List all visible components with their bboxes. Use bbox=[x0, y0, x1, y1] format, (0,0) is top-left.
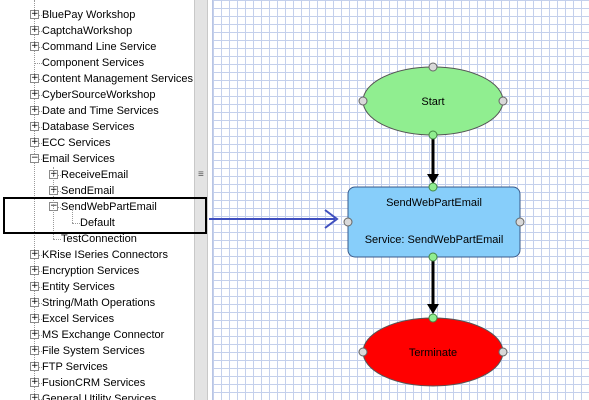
annotation-highlight-box bbox=[3, 197, 207, 234]
expand-icon[interactable]: + bbox=[30, 345, 39, 355]
terminate-label: Terminate bbox=[409, 347, 457, 359]
tree-item-label: Email Services bbox=[42, 153, 115, 165]
tree-item-label: Database Services bbox=[42, 121, 135, 133]
expand-icon[interactable]: + bbox=[30, 329, 39, 339]
activity-title: SendWebPartEmail bbox=[386, 197, 482, 209]
tree-item-label: Excel Services bbox=[42, 313, 115, 325]
expand-icon[interactable]: + bbox=[30, 105, 39, 115]
service-tree: +BluePay Workshop+CaptchaWorkshop+Comman… bbox=[0, 0, 194, 400]
start-label: Start bbox=[421, 96, 444, 108]
tree-item-label: Component Services bbox=[42, 57, 145, 69]
expand-icon[interactable]: + bbox=[30, 313, 39, 323]
expand-icon[interactable]: + bbox=[30, 361, 39, 371]
port-handle[interactable] bbox=[343, 217, 353, 227]
expand-icon[interactable]: + bbox=[30, 281, 39, 291]
splitter-bar[interactable]: ≡ bbox=[194, 0, 208, 400]
connector-arrowhead bbox=[427, 304, 439, 314]
expand-icon[interactable]: + bbox=[30, 265, 39, 275]
expand-icon[interactable]: + bbox=[30, 137, 39, 147]
port-handle[interactable] bbox=[358, 96, 368, 106]
annotation-arrow-icon bbox=[209, 209, 339, 229]
port-handle[interactable] bbox=[515, 217, 525, 227]
port-handle[interactable] bbox=[428, 130, 438, 140]
tree-item-label: FusionCRM Services bbox=[42, 377, 146, 389]
start-node[interactable]: Start bbox=[362, 66, 504, 136]
tree-item-label: Command Line Service bbox=[42, 41, 157, 53]
tree-item-label: MS Exchange Connector bbox=[42, 329, 165, 341]
collapse-icon[interactable]: − bbox=[30, 153, 39, 163]
tree-item-label: Encryption Services bbox=[42, 265, 140, 277]
tree-item-label: Content Management Services bbox=[42, 73, 194, 85]
activity-service-line: Service: SendWebPartEmail bbox=[365, 234, 504, 246]
port-handle[interactable] bbox=[428, 252, 438, 262]
tree-guide-line bbox=[34, 0, 35, 400]
expand-icon[interactable]: + bbox=[30, 377, 39, 387]
expand-icon[interactable]: + bbox=[30, 297, 39, 307]
terminate-node[interactable]: Terminate bbox=[362, 317, 504, 387]
expand-icon[interactable]: + bbox=[30, 394, 39, 400]
send-webpart-email-activity[interactable]: SendWebPartEmail Service: SendWebPartEma… bbox=[347, 186, 521, 258]
expand-icon[interactable]: + bbox=[30, 9, 39, 19]
tree-guide-line bbox=[72, 223, 80, 224]
tree-item-label: ReceiveEmail bbox=[61, 169, 129, 181]
connector-arrowhead bbox=[427, 174, 439, 184]
tree-item-label: FTP Services bbox=[42, 361, 108, 373]
expand-icon[interactable]: + bbox=[30, 249, 39, 259]
tree-guide-line bbox=[53, 239, 61, 240]
port-handle[interactable] bbox=[498, 96, 508, 106]
tree-item-label: General Utility Services bbox=[42, 393, 157, 400]
expand-icon[interactable]: + bbox=[30, 121, 39, 131]
tree-guide-line bbox=[53, 167, 54, 239]
expand-icon[interactable]: + bbox=[30, 25, 39, 35]
port-handle[interactable] bbox=[428, 313, 438, 323]
tree-guide-line bbox=[72, 209, 73, 223]
tree-item-label: String/Math Operations bbox=[42, 297, 156, 309]
tree-item-label: File System Services bbox=[42, 345, 145, 357]
tree-guide-line bbox=[34, 63, 42, 64]
tree-item-label: SendEmail bbox=[61, 185, 115, 197]
tree-item-label: TestConnection bbox=[61, 233, 137, 245]
workflow-diagram: Start SendWebPartEmail Service: SendWebP… bbox=[343, 62, 525, 387]
port-handle[interactable] bbox=[498, 347, 508, 357]
tree-item-label: ECC Services bbox=[42, 137, 111, 149]
port-handle[interactable] bbox=[428, 182, 438, 192]
port-handle[interactable] bbox=[358, 347, 368, 357]
port-handle[interactable] bbox=[428, 62, 438, 72]
expand-icon[interactable]: + bbox=[30, 73, 39, 83]
tree-item-label: Entity Services bbox=[42, 281, 115, 293]
tree-item-label: Default bbox=[80, 217, 115, 229]
tree-item-label: KRise ISeries Connectors bbox=[42, 249, 168, 261]
tree-item-label: CyberSourceWorkshop bbox=[42, 89, 156, 101]
tree-item-label: BluePay Workshop bbox=[42, 9, 136, 21]
tree-item-label: CaptchaWorkshop bbox=[42, 25, 133, 37]
expand-icon[interactable]: + bbox=[30, 89, 39, 99]
tree-item-label: Date and Time Services bbox=[42, 105, 159, 117]
expand-icon[interactable]: + bbox=[30, 41, 39, 51]
tree-item-label: SendWebPartEmail bbox=[61, 201, 157, 213]
splitter-grip-icon[interactable]: ≡ bbox=[198, 169, 204, 180]
